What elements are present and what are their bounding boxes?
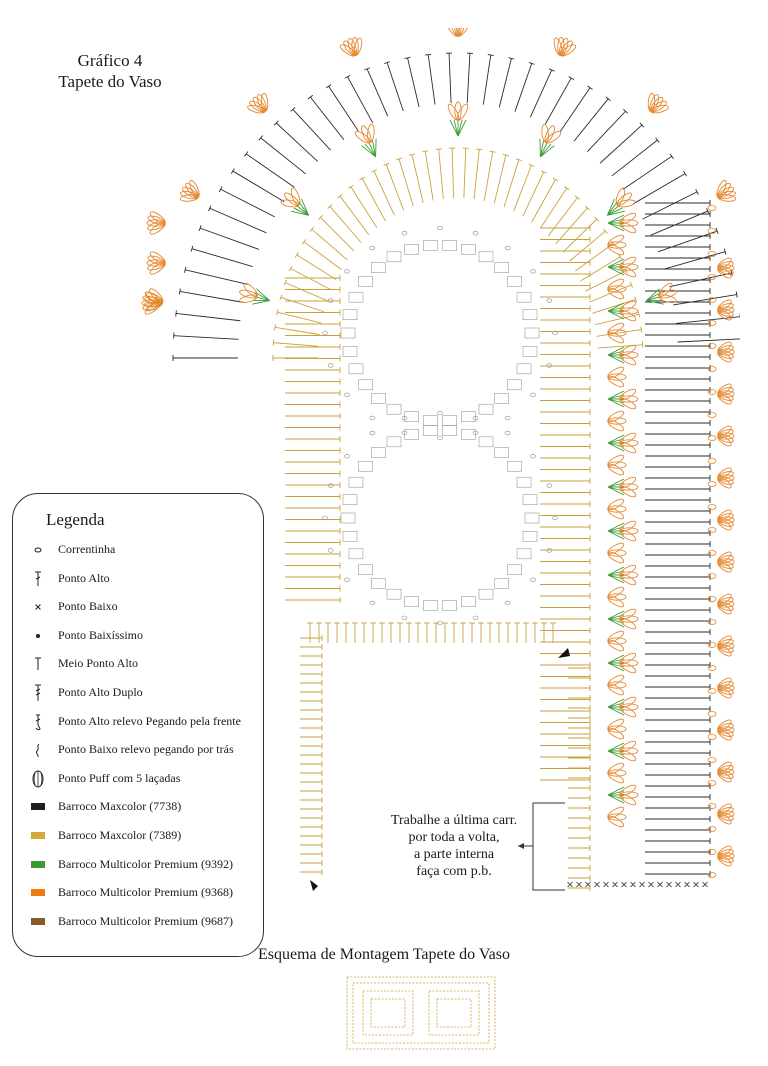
color-swatch-icon [31,855,45,875]
assembly-diagram [346,976,496,1050]
color-swatch-icon [31,912,45,932]
note-line1: Trabalhe a última carr. [390,813,518,828]
color-swatch-icon [31,826,45,846]
legend-item: Barroco Multicolor Premium (9392) [31,855,263,875]
half-double-crochet-symbol-icon [31,654,45,674]
color-swatch-icon [31,797,45,817]
legend-item: Correntinha [31,540,263,560]
legend-item-label: Ponto Baixo [58,599,118,614]
legend-item: Ponto Puff com 5 laçadas [31,769,263,789]
instruction-note: Trabalhe a última carr. por toda a volta… [372,812,536,880]
legend-item-label: Barroco Multicolor Premium (9687) [58,913,233,928]
single-crochet-symbol-icon [31,597,45,617]
chain-symbol-icon [31,540,45,560]
color-swatch-icon [31,883,45,903]
note-line4: faça com p.b. [416,864,492,879]
legend-item-label: Barroco Multicolor Premium (9392) [58,856,233,871]
orange-puff-petals [141,28,737,878]
legend-item-label: Correntinha [58,542,116,556]
legend-item: Ponto Alto Duplo [31,683,263,703]
note-line2: por toda a volta, [408,830,500,845]
front-post-double-crochet-symbol-icon [31,712,45,732]
legend-item: Ponto Baixo [31,597,263,617]
chart-title-line2: Tapete do Vaso [58,72,162,91]
treble-crochet-symbol-icon [31,683,45,703]
legend-item: Barroco Maxcolor (7738) [31,797,263,817]
legend-item-label: Ponto Alto relevo Pegando pela frente [58,713,241,728]
legend-item: Meio Ponto Alto [31,654,263,674]
puff-stitch-symbol-icon [31,769,45,789]
start-arrows [310,648,570,891]
legend-item: Ponto Alto [31,569,263,589]
legend-item: Ponto Baixo relevo pegando por trás [31,740,263,760]
gold-stitch-rows [272,147,644,891]
legend-item-label: Ponto Alto Duplo [58,685,143,699]
grey-inner-stitches [322,225,558,626]
legend-item-label: Barroco Maxcolor (7389) [58,828,182,842]
legend-item: Barroco Multicolor Premium (9687) [31,912,263,932]
legend-item-label: Barroco Multicolor Premium (9368) [58,885,233,900]
legend-item-label: Meio Ponto Alto [58,656,139,671]
crochet-diagram [141,28,740,891]
legend-item-label: Ponto Baixíssimo [58,627,144,642]
legend-item-label: Barroco Maxcolor (7738) [58,799,182,814]
legend-item-label: Ponto Alto [58,570,110,585]
back-post-single-crochet-symbol-icon [31,740,45,760]
legend-item-label: Ponto Baixo relevo pegando por trás [58,742,234,757]
note-line3: a parte interna [413,847,495,862]
double-crochet-symbol-icon [31,569,45,589]
legend-item: Barroco Maxcolor (7389) [31,826,263,846]
chart-title: Gráfico 4 Tapete do Vaso [40,50,180,92]
legend-item: Barroco Multicolor Premium (9368) [31,883,263,903]
chart-title-line1: Gráfico 4 [77,51,143,70]
legend-item: Ponto Baixíssimo [31,626,263,646]
assembly-title: Esquema de Montagem Tapete do Vaso [257,946,510,963]
legend-title: Legenda [46,510,105,529]
legend-item: Ponto Alto relevo Pegando pela frente [31,712,263,732]
black-stitch-rows [172,52,740,888]
legend-item-label: Ponto Puff com 5 laçadas [58,770,181,785]
slip-stitch-symbol-icon [31,626,45,646]
